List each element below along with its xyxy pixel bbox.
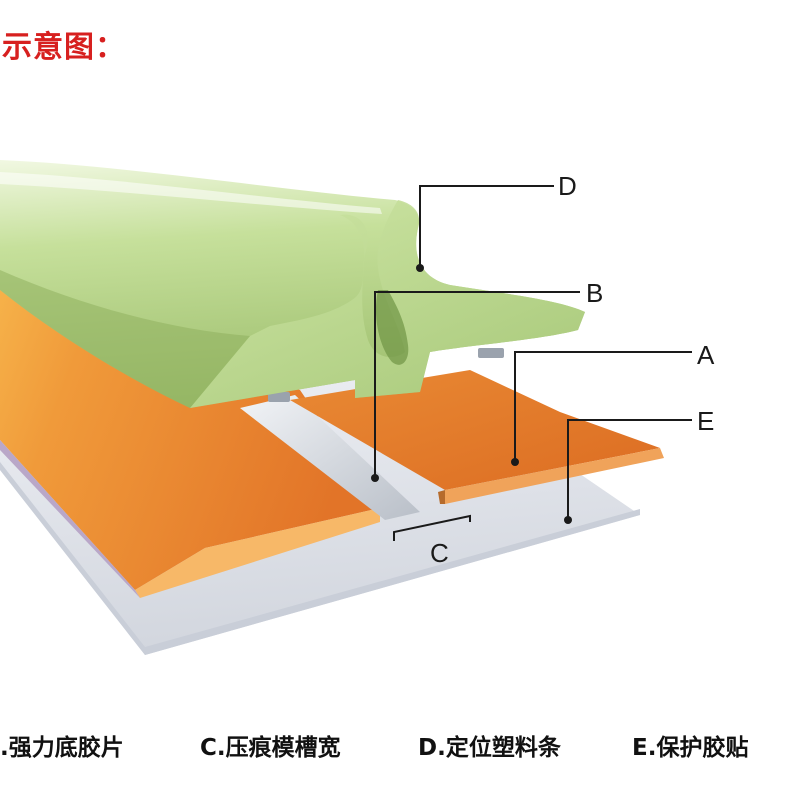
positioning-strip-shadow [0, 270, 250, 408]
legend: .强力底胶片 C.压痕模槽宽 D.定位塑料条 E.保护胶贴 [0, 728, 800, 772]
base-strip-left-bevel [135, 508, 380, 598]
callout-label-e: E [697, 406, 714, 436]
legend-item-groove-width: C.压痕模槽宽 [200, 735, 341, 761]
callout-dot-a [511, 458, 519, 466]
positioning-strip-highlight [0, 172, 382, 214]
positioning-strip-profile [190, 200, 585, 408]
callout-dot-d [416, 264, 424, 272]
callout-dot-b [371, 474, 379, 482]
legend-item-protective-film: E.保护胶贴 [632, 735, 749, 761]
callout-dot-e [564, 516, 572, 524]
callout-dots [371, 264, 572, 524]
rib-foot-left [268, 392, 290, 402]
callout-label-a: A [697, 340, 715, 370]
callout-label-c: C [430, 538, 449, 568]
base-strip-left-top [0, 285, 380, 590]
rib-foot-right [478, 348, 504, 358]
base-strip-right-edge [438, 490, 445, 504]
callout-lines [374, 185, 692, 541]
steel-rule [240, 395, 420, 520]
legend-item-positioning-strip: D.定位塑料条 [418, 735, 561, 761]
callout-label-b: B [586, 278, 603, 308]
base-strip-left-underside [0, 440, 140, 598]
callout-label-d: D [558, 171, 577, 201]
positioning-strip-slot [375, 290, 409, 365]
legend-item-base-film: .强力底胶片 [0, 735, 124, 761]
page-title: 示意图： [2, 30, 126, 65]
base-strip-right-bevel [445, 448, 664, 504]
